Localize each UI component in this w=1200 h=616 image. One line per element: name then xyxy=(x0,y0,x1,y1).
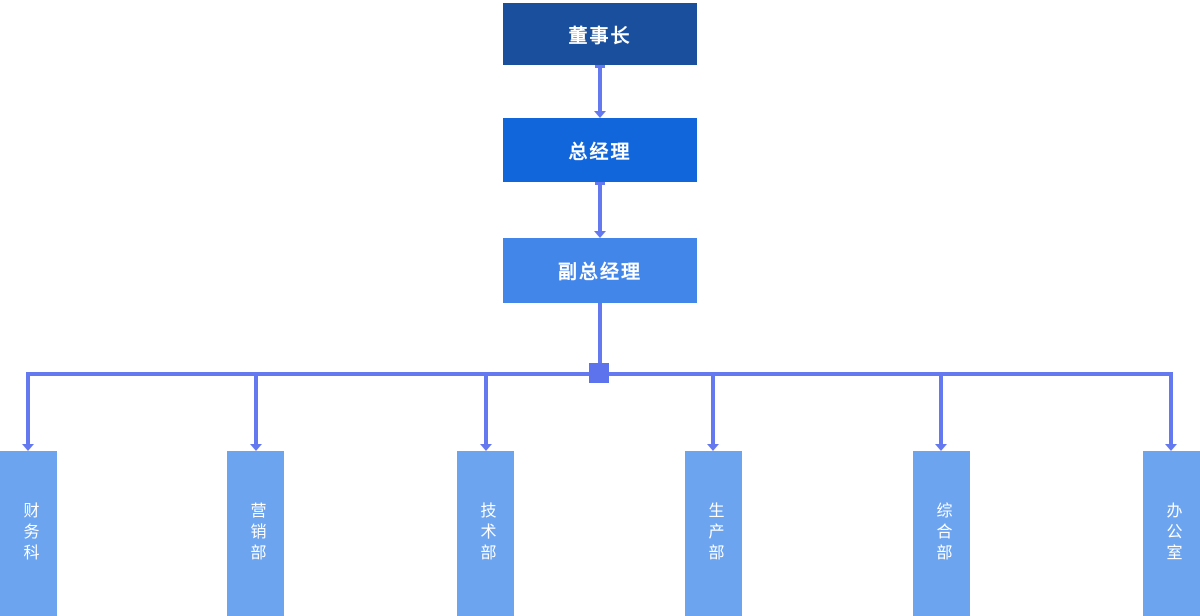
org-node-label: 技术部 xyxy=(477,502,495,565)
arrowhead-down-icon xyxy=(1165,444,1177,451)
arrowhead-down-icon xyxy=(22,444,34,451)
connector-chairman-to-gm xyxy=(598,65,602,111)
org-node-chairman[interactable]: 董事长 xyxy=(503,3,697,65)
org-node-general-manager[interactable]: 总经理 xyxy=(503,118,697,182)
org-node-label: 综合部 xyxy=(933,502,951,565)
org-node-dept-general-affairs[interactable]: 综合部 xyxy=(913,451,970,616)
org-node-label: 营销部 xyxy=(247,502,265,565)
connector-bus-to-production xyxy=(711,374,715,444)
connector-deputy-to-bus xyxy=(598,303,602,365)
org-node-dept-production[interactable]: 生产部 xyxy=(685,451,742,616)
arrowhead-down-icon xyxy=(935,444,947,451)
org-node-label: 生产部 xyxy=(705,502,723,565)
arrowhead-down-icon xyxy=(594,111,606,118)
connector-bus-to-office xyxy=(1169,374,1173,444)
connector-bus-to-general-affairs xyxy=(939,374,943,444)
org-node-dept-technology[interactable]: 技术部 xyxy=(457,451,514,616)
arrowhead-down-icon xyxy=(594,231,606,238)
arrowhead-down-icon xyxy=(480,444,492,451)
connector-bus-to-technology xyxy=(484,374,488,444)
org-node-label: 总经理 xyxy=(568,141,632,163)
arrowhead-down-icon xyxy=(250,444,262,451)
connector-gm-to-deputy xyxy=(598,182,602,231)
org-node-dept-office[interactable]: 办公室 xyxy=(1143,451,1200,616)
org-node-label: 办公室 xyxy=(1163,502,1181,565)
org-node-deputy-general-manager[interactable]: 副总经理 xyxy=(503,238,697,303)
org-node-label: 财务科 xyxy=(20,502,38,565)
connector-bus-to-marketing xyxy=(254,374,258,444)
arrowhead-down-icon xyxy=(707,444,719,451)
org-node-label: 董事长 xyxy=(568,25,632,47)
connector-bus-to-finance xyxy=(26,374,30,444)
bus-junction-node xyxy=(589,363,609,383)
org-node-dept-finance[interactable]: 财务科 xyxy=(0,451,57,616)
org-node-dept-marketing[interactable]: 营销部 xyxy=(227,451,284,616)
org-node-label: 副总经理 xyxy=(557,262,642,283)
